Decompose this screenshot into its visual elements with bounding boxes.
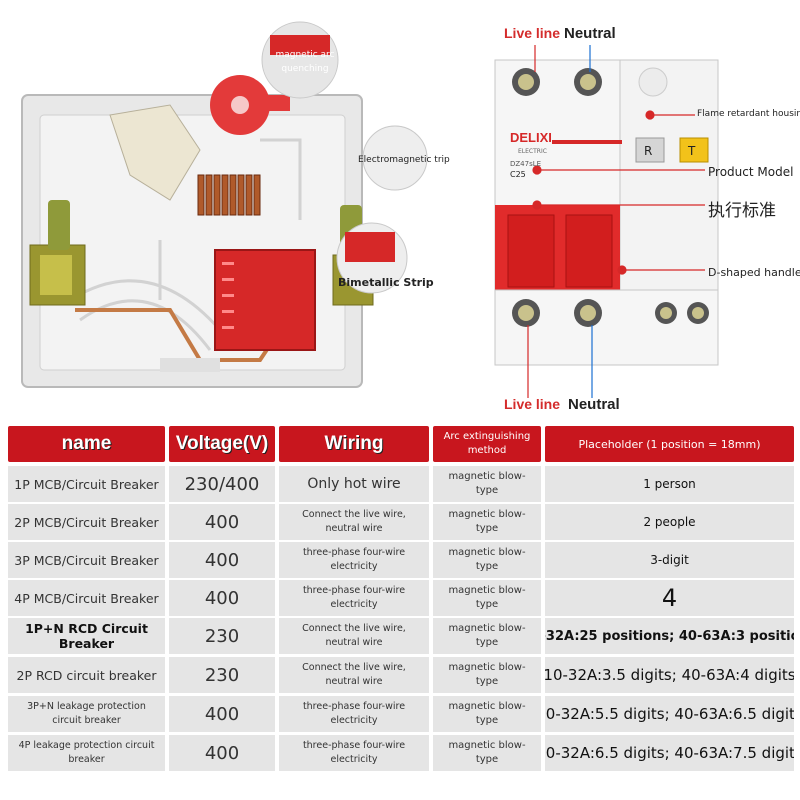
callout-product-model: Product Model [708, 165, 794, 179]
row-wiring: three-phase four-wire electricity [279, 735, 429, 771]
callout-magnetic-arc: magnetic arc quenching [275, 50, 335, 74]
table-row: 1P+N RCD Circuit Breaker 230 Connect the… [8, 618, 794, 654]
row-wiring: Connect the live wire, neutral wire [279, 504, 429, 540]
row-voltage: 230/400 [169, 466, 275, 502]
callout-electromagnetic-trip: Electromagnetic trip [358, 155, 450, 165]
row-wiring: three-phase four-wire electricity [279, 542, 429, 578]
row-positions: 10-32A:5.5 digits; 40-63A:6.5 digits [545, 696, 794, 732]
row-wiring: three-phase four-wire electricity [279, 580, 429, 616]
table-row: 2P RCD circuit breaker 230 Connect the l… [8, 657, 794, 693]
header-voltage: Voltage(V) [169, 426, 275, 462]
table-row: 1P MCB/Circuit Breaker 230/400 Only hot … [8, 466, 794, 502]
row-voltage: 230 [169, 618, 275, 654]
row-arc: magnetic blow-type [433, 542, 541, 578]
callout-d-shaped-handle: D-shaped handle [708, 266, 800, 279]
row-arc: magnetic blow-type [433, 657, 541, 693]
row-name: 2P MCB/Circuit Breaker [8, 504, 165, 540]
row-name: 3P+N leakage protection circuit breaker [8, 696, 165, 732]
row-positions: 10-32A:25 positions; 40-63A:3 positions [545, 618, 794, 654]
row-voltage: 400 [169, 504, 275, 540]
callout-live-line-top: Live line [504, 25, 561, 41]
callout-bimetallic-strip: Bimetallic Strip [338, 276, 434, 289]
row-voltage: 400 [169, 542, 275, 578]
table-row: 4P leakage protection circuit breaker 40… [8, 735, 794, 771]
row-positions: 2 people [545, 504, 794, 540]
row-positions: 10-32A:3.5 digits; 40-63A:4 digits [545, 657, 794, 693]
row-voltage: 230 [169, 657, 275, 693]
callout-neutral-top: Neutral [564, 25, 616, 42]
row-positions: 1 person [545, 466, 794, 502]
row-name: 3P MCB/Circuit Breaker [8, 542, 165, 578]
row-positions: 3-digit [545, 542, 794, 578]
device-button-r: R [644, 144, 652, 158]
row-arc: magnetic blow-type [433, 580, 541, 616]
callout-live-line-bottom: Live line [504, 396, 561, 412]
device-rating: C25 [510, 170, 526, 179]
row-positions: 4 [545, 580, 794, 616]
device-model: DZ47sLE [510, 160, 541, 168]
row-name: 4P leakage protection circuit breaker [8, 735, 165, 771]
device-brand-sub: ELECTRIC [518, 148, 547, 155]
table-header-row: name Voltage(V) Wiring Arc extinguishing… [8, 426, 794, 462]
callout-neutral-bottom: Neutral [568, 396, 620, 413]
row-arc: magnetic blow-type [433, 696, 541, 732]
callout-execution-standard: 执行标准 [708, 201, 776, 221]
row-voltage: 400 [169, 580, 275, 616]
row-arc: magnetic blow-type [433, 504, 541, 540]
row-wiring: Only hot wire [279, 466, 429, 502]
header-wiring: Wiring [279, 426, 429, 462]
row-wiring: three-phase four-wire electricity [279, 696, 429, 732]
row-name: 1P MCB/Circuit Breaker [8, 466, 165, 502]
callout-flame-retardant: Flame retardant housing [697, 109, 800, 119]
row-wiring: Connect the live wire, neutral wire [279, 618, 429, 654]
row-voltage: 400 [169, 735, 275, 771]
table-row: 4P MCB/Circuit Breaker 400 three-phase f… [8, 580, 794, 616]
table-row: 2P MCB/Circuit Breaker 400 Connect the l… [8, 504, 794, 540]
device-button-t: T [687, 144, 696, 158]
row-name: 1P+N RCD Circuit Breaker [8, 618, 165, 654]
device-brand: DELIXI [510, 130, 552, 145]
row-arc: magnetic blow-type [433, 466, 541, 502]
row-voltage: 400 [169, 696, 275, 732]
product-illustration: DELIXI ELECTRIC DZ47sLE C25 R T magnetic… [21, 21, 800, 413]
table-row: 3P MCB/Circuit Breaker 400 three-phase f… [8, 542, 794, 578]
header-arc-method: Arc extinguishing method [433, 426, 541, 462]
breaker-cutaway-image: DELIXI ELECTRIC DZ47sLE C25 R T [21, 21, 719, 398]
row-arc: magnetic blow-type [433, 618, 541, 654]
row-wiring: Connect the live wire, neutral wire [279, 657, 429, 693]
row-name: 2P RCD circuit breaker [8, 657, 165, 693]
row-arc: magnetic blow-type [433, 735, 541, 771]
table-row: 3P+N leakage protection circuit breaker … [8, 696, 794, 732]
header-name: name [8, 426, 165, 462]
header-placeholder: Placeholder (1 position = 18mm) [545, 426, 794, 462]
row-name: 4P MCB/Circuit Breaker [8, 580, 165, 616]
row-positions: 10-32A:6.5 digits; 40-63A:7.5 digits [545, 735, 794, 771]
